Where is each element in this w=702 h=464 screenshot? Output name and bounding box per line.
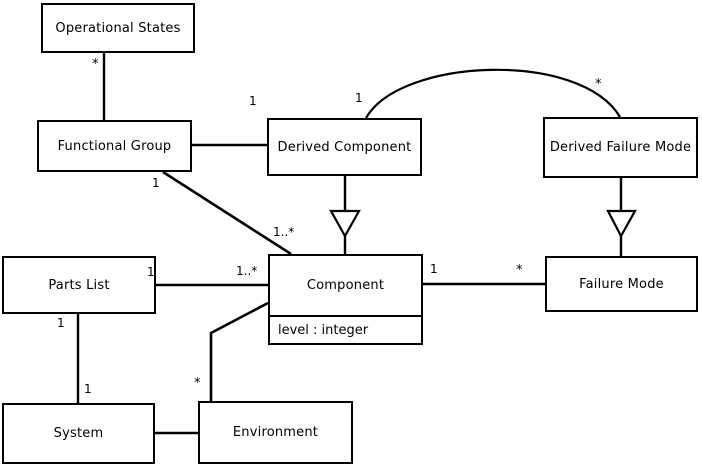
connector-functionalgroup-component (162, 170, 292, 256)
uml-class-name: Parts List (48, 277, 110, 293)
uml-class-name: Derived Failure Mode (549, 140, 692, 155)
multiplicity-functionalgroup-derivedcomponent: 1 (249, 94, 257, 108)
multiplicity-operationalstates-functionalgroup: * (92, 57, 99, 72)
uml-class-component[interactable]: Component level : integer (268, 254, 423, 345)
multiplicity-partslist-system: 1 (57, 316, 65, 330)
uml-class-attribute: level : integer (270, 315, 421, 343)
uml-class-derived-failure-mode[interactable]: Derived Failure Mode (543, 117, 698, 178)
multiplicity-functionalgroup-component: 1 (152, 176, 160, 190)
multiplicity-component-partslist: 1..* (236, 264, 258, 278)
multiplicity-derivedfailuremode-arc: * (595, 77, 602, 92)
uml-class-environment[interactable]: Environment (198, 401, 353, 464)
multiplicity-derivedcomponent-arc: 1 (355, 91, 363, 105)
uml-class-name: Failure Mode (579, 276, 664, 292)
multiplicity-system-partslist: 1 (84, 382, 92, 396)
uml-class-name: Environment (232, 425, 319, 440)
multiplicity-partslist-component: 1 (147, 265, 155, 279)
generalization-triangle-icon-failuremode (606, 209, 637, 239)
generalization-triangle-icon-component (329, 209, 361, 239)
uml-class-system[interactable]: System (2, 403, 155, 464)
uml-class-name: System (53, 426, 104, 441)
uml-class-derived-component[interactable]: Derived Component (267, 118, 422, 176)
connector-derivedcomponent-derivedfailuremode-arc (365, 68, 621, 119)
multiplicity-component-functionalgroup: 1..* (273, 225, 295, 239)
uml-class-parts-list[interactable]: Parts List (2, 256, 156, 314)
multiplicity-component-failuremode: 1 (430, 262, 438, 276)
connector-environment-component (209, 301, 269, 401)
uml-class-failure-mode[interactable]: Failure Mode (545, 256, 698, 312)
uml-class-name: Component (306, 278, 385, 293)
uml-class-name: Derived Component (277, 139, 412, 155)
uml-class-name: Operational States (55, 20, 181, 36)
multiplicity-failuremode-component: * (516, 263, 523, 278)
uml-class-name: Functional Group (57, 138, 172, 154)
uml-class-operational-states[interactable]: Operational States (41, 3, 195, 53)
multiplicity-environment-component: * (194, 376, 201, 391)
uml-class-functional-group[interactable]: Functional Group (37, 120, 192, 172)
